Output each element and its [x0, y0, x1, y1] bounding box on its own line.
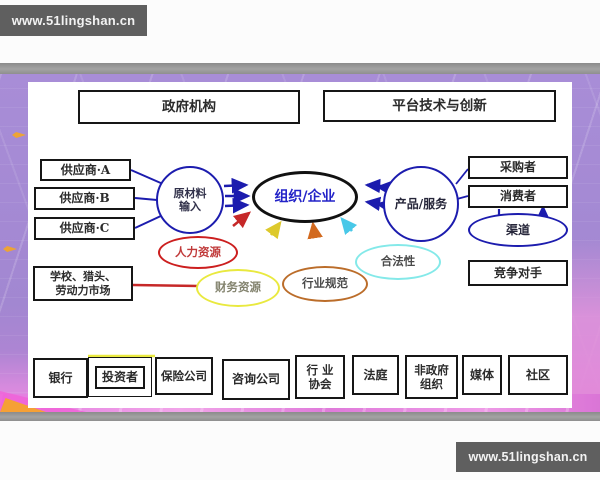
watermark-bottom-right: www.51lingshan.cn [456, 442, 600, 472]
box-supplier-c: 供应商·C [34, 217, 135, 240]
ellipse-human-resources: 人力资源 [158, 236, 238, 269]
box-government: 政府机构 [78, 90, 300, 124]
box-industry-association: 行 业 协会 [295, 355, 345, 399]
ellipse-industry-norms: 行业规范 [282, 266, 368, 302]
input-line2: 输入 [179, 200, 201, 213]
sparkle-decoration [12, 132, 26, 138]
box-consulting: 咨询公司 [222, 359, 290, 400]
industry-association-line1: 行 业 [306, 362, 334, 377]
box-purchaser: 采购者 [468, 156, 568, 179]
box-media: 媒体 [462, 355, 502, 395]
labor-market-line2: 劳动力市场 [55, 283, 111, 297]
box-labor-market: 学校、猎头、 劳动力市场 [33, 266, 133, 301]
box-supplier-a: 供应商·A [40, 159, 131, 181]
ellipse-financial-resources: 财务资源 [196, 269, 280, 307]
circle-product-service: 产品/服务 [383, 166, 459, 242]
input-line1: 原材料 [173, 186, 207, 200]
box-investor: 投资者 [94, 365, 145, 389]
box-consumer: 消费者 [468, 185, 568, 208]
ellipse-channel: 渠道 [468, 213, 568, 247]
box-community: 社区 [508, 355, 568, 395]
gray-bar-bottom [0, 412, 600, 421]
pink-right-strip [572, 238, 600, 412]
box-bank: 银行 [33, 358, 88, 398]
ngo-line1: 非政府 [414, 362, 449, 377]
box-insurance: 保险公司 [155, 357, 213, 395]
ellipse-organization: 组织/企业 [252, 171, 358, 223]
labor-market-line1: 学校、猎头、 [50, 269, 116, 283]
box-court: 法庭 [352, 355, 399, 395]
box-investor-outer: 投资者 [88, 357, 152, 397]
ngo-line2: 组织 [420, 377, 443, 391]
sparkle-decoration [3, 246, 17, 252]
box-competitor: 竞争对手 [468, 260, 568, 286]
industry-association-line2: 协会 [308, 377, 332, 391]
watermark-top-left: www.51lingshan.cn [0, 5, 147, 36]
box-supplier-b: 供应商·B [34, 187, 135, 210]
box-ngo: 非政府 组织 [405, 355, 458, 399]
diagram-panel [28, 82, 572, 408]
gray-bar-top [0, 63, 600, 74]
ellipse-legality: 合法性 [355, 244, 441, 280]
circle-raw-material-input: 原材料 输入 [156, 166, 224, 234]
box-platform-technology: 平台技术与创新 [323, 90, 556, 122]
